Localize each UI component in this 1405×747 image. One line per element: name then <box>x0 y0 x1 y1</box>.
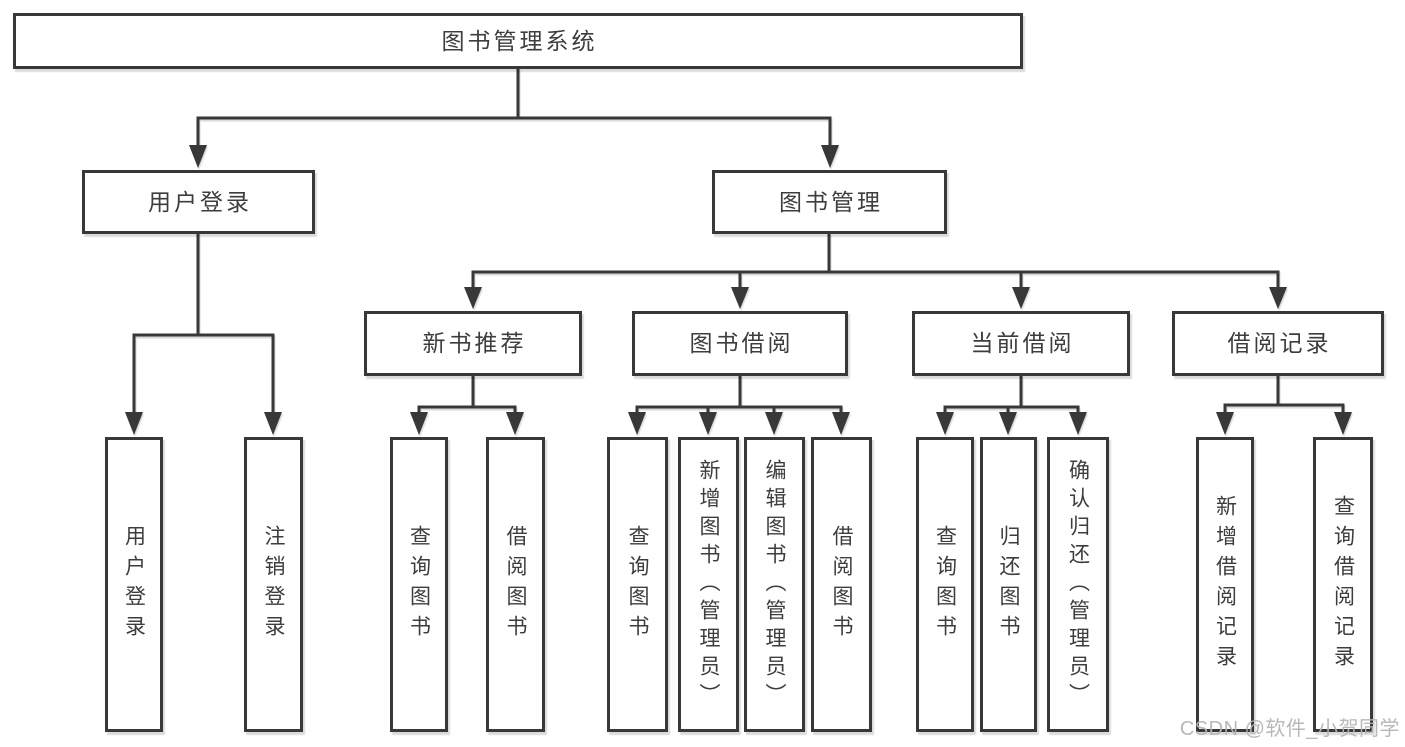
leaf-return-books: 归还图书 <box>980 437 1037 732</box>
node-book-management: 图书管理 <box>712 170 947 234</box>
leaf-query-borrow-record: 查询借阅记录 <box>1313 437 1373 732</box>
leaf-query-books: 查询图书 <box>916 437 974 732</box>
node-library-system: 图书管理系统 <box>13 13 1023 69</box>
node-current-borrowing: 当前借阅 <box>912 311 1130 376</box>
leaf-add-borrow-record: 新增借阅记录 <box>1196 437 1254 732</box>
leaf-borrow-books: 借阅图书 <box>486 437 545 732</box>
leaf-logout: 注销登录 <box>244 437 303 732</box>
csdn-watermark: CSDN @软件_小贺同学 <box>1179 718 1400 740</box>
leaf-add-book-admin: 新增图书（管理员） <box>678 437 739 732</box>
arrowheads <box>125 145 1352 435</box>
leaf-borrow-books: 借阅图书 <box>811 437 872 732</box>
leaf-edit-book-admin: 编辑图书（管理员） <box>744 437 805 732</box>
leaf-confirm-return-admin: 确认归还（管理员） <box>1047 437 1109 732</box>
leaf-query-books: 查询图书 <box>390 437 448 732</box>
node-borrow-records: 借阅记录 <box>1172 311 1384 376</box>
node-book-borrowing: 图书借阅 <box>632 311 848 376</box>
leaf-user-login: 用户登录 <box>105 437 163 732</box>
node-new-book-recommend: 新书推荐 <box>364 311 582 376</box>
node-user-login: 用户登录 <box>82 170 315 234</box>
leaf-query-books: 查询图书 <box>607 437 668 732</box>
